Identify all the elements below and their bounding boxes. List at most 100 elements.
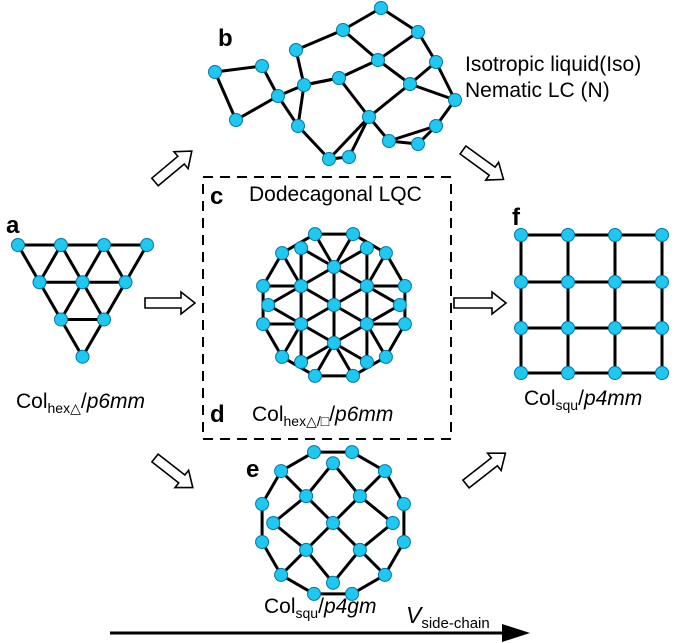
arrow-a-to-c <box>144 290 197 316</box>
arrow-e-to-f <box>461 452 507 490</box>
panel-b-bond <box>337 58 380 80</box>
panel-c-node <box>359 355 374 369</box>
axis-sub: side-chain <box>421 615 490 632</box>
panel-e-node <box>255 497 270 511</box>
panel-f-node <box>514 228 528 242</box>
panel-b-node <box>429 119 443 133</box>
panel-e-bond <box>331 548 362 585</box>
panel-c-node <box>346 227 360 242</box>
panel-a-bond <box>16 243 41 284</box>
panel-c-node <box>346 368 360 383</box>
panel-f-node <box>514 366 528 380</box>
panel-b-node <box>429 55 443 69</box>
panel-e-node <box>274 464 289 479</box>
panel-a-bond <box>102 243 127 284</box>
panel-f-node <box>608 228 622 242</box>
panel-e-node <box>307 445 321 460</box>
caption-a-sep: / <box>80 390 87 413</box>
panel-c-node <box>327 260 341 274</box>
panel-f-node <box>655 321 669 335</box>
side-chain-volume-axis <box>110 624 530 642</box>
panel-b-node <box>336 23 350 37</box>
panel-b-bond <box>213 70 238 122</box>
panel-b-node <box>291 119 305 133</box>
panel-c-node <box>327 336 341 350</box>
panel-b-bond <box>327 115 371 161</box>
panel-b-bond <box>434 60 457 102</box>
panel-b-node <box>411 137 425 151</box>
panel-a-bond <box>59 243 84 284</box>
panel-a-node <box>11 238 25 252</box>
panel-b-bond <box>387 124 438 143</box>
panel-e-node <box>345 586 359 601</box>
arrow-a-to-b <box>150 150 193 187</box>
panel-c-node <box>294 279 309 293</box>
panel-a-bond <box>81 280 106 321</box>
caption-e-sub: squ <box>295 605 319 621</box>
panel-a-bond <box>81 317 106 359</box>
caption-f-sep: / <box>578 387 584 410</box>
panel-a-node <box>97 312 111 327</box>
panel-e-bond <box>358 494 395 525</box>
panel-a-node <box>32 275 47 290</box>
panel-c-node <box>359 317 374 331</box>
panel-a-bond <box>81 243 106 284</box>
arrow-c-to-f <box>453 290 508 316</box>
panel-a-node <box>54 312 68 327</box>
panel-b-bond <box>234 94 280 122</box>
phase-label-nematic: Nematic LC (N) <box>465 79 610 102</box>
panel-e-node <box>396 497 411 511</box>
panel-f-letter: f <box>512 204 520 231</box>
panel-c-node <box>256 317 271 331</box>
panel-f-node <box>561 366 575 380</box>
caption-f-base: Col <box>524 387 556 410</box>
panel-c-node <box>308 227 322 242</box>
panel-f-node <box>608 366 622 380</box>
panel-f-node <box>608 321 622 335</box>
panel-d-letter: d <box>210 401 225 428</box>
panel-a-node <box>97 238 111 252</box>
caption-e: Colsqu/p4gm <box>264 596 376 620</box>
lqc-dashed-box <box>202 176 452 440</box>
panel-b-node <box>322 152 336 166</box>
lattice-nodes <box>11 1 669 601</box>
panel-b-node <box>448 93 462 107</box>
panel-c-node <box>327 298 341 312</box>
caption-e-sep: / <box>318 595 324 618</box>
panel-a-bond <box>102 280 127 321</box>
caption-d-group: p6mm <box>335 403 394 426</box>
panel-e-bond <box>271 494 308 525</box>
panel-b-node <box>229 113 243 127</box>
panel-f-node <box>561 228 575 242</box>
panel-e-node <box>352 542 367 557</box>
panel-b-node <box>342 150 356 164</box>
panel-e-node <box>274 567 289 582</box>
panel-f-node <box>608 275 622 289</box>
panel-e-node <box>299 542 314 557</box>
panel-e-bond <box>304 461 335 498</box>
caption-d-sub: hex△/□ <box>283 413 330 429</box>
panel-b-bond <box>347 115 371 159</box>
panel-b-node <box>374 1 388 15</box>
panel-a-node <box>118 275 133 290</box>
panel-a-node <box>75 349 90 364</box>
panel-a-bond <box>59 280 84 321</box>
caption-a-sub: hex△ <box>47 400 81 416</box>
panel-c-node <box>378 246 393 261</box>
panel-e-node <box>266 516 281 530</box>
panel-e-node <box>326 516 340 530</box>
panel-c-node <box>308 368 322 383</box>
panel-c-node <box>392 298 407 312</box>
panel-b-bond <box>367 82 412 119</box>
panel-c-node <box>275 246 290 261</box>
panel-e-node <box>307 586 321 601</box>
phase-label-isotropic: Isotropic liquid(Iso) <box>465 53 642 76</box>
panel-e-letter: e <box>246 456 260 483</box>
caption-d-base: Col <box>252 403 284 426</box>
panel-a-node <box>54 238 68 252</box>
panel-b-node <box>362 110 376 124</box>
panel-b-letter: b <box>218 25 233 52</box>
panel-f-node <box>514 321 528 335</box>
